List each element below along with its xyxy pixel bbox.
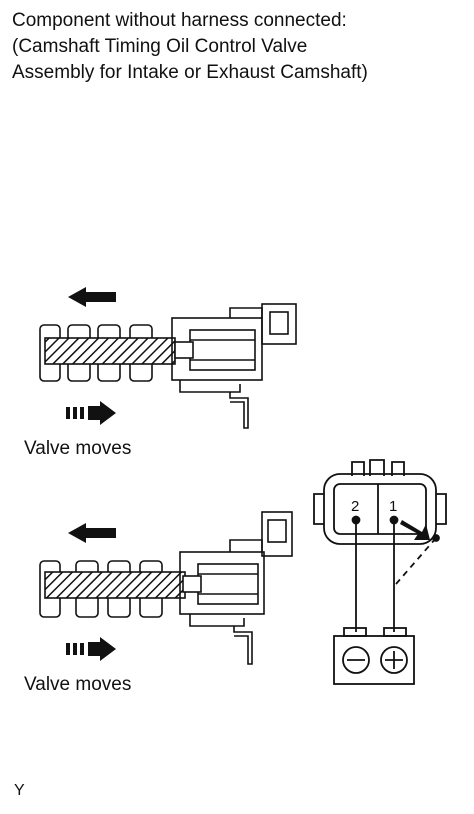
positive-terminal-icon <box>380 646 408 674</box>
diagram-title: Component without harness connected: (Ca… <box>12 8 468 86</box>
pin-1-label: 1 <box>389 498 397 515</box>
arrow-left-solid-icon <box>68 287 116 307</box>
title-line-3: Assembly for Intake or Exhaust Camshaft) <box>12 62 368 83</box>
title-line-2: (Camshaft Timing Oil Control Valve <box>12 36 308 57</box>
arrow-left-solid-icon-2 <box>68 523 116 543</box>
valve-moves-label-top: Valve moves <box>24 438 132 459</box>
probe-arrow-icon <box>400 520 430 540</box>
pin-2-label: 2 <box>351 498 359 515</box>
valve-moves-label-bottom: Valve moves <box>24 674 132 695</box>
arrow-right-dashed-icon <box>66 401 116 425</box>
valve-assembly-bottom <box>39 511 293 665</box>
title-line-1: Component without harness connected: <box>12 10 347 31</box>
valve-assembly-top <box>39 287 297 429</box>
negative-terminal-icon <box>342 646 370 674</box>
arrow-right-dashed-icon-2 <box>66 637 116 661</box>
connector-diagram: 2 1 <box>313 459 447 685</box>
figure-code: Y <box>14 782 25 799</box>
